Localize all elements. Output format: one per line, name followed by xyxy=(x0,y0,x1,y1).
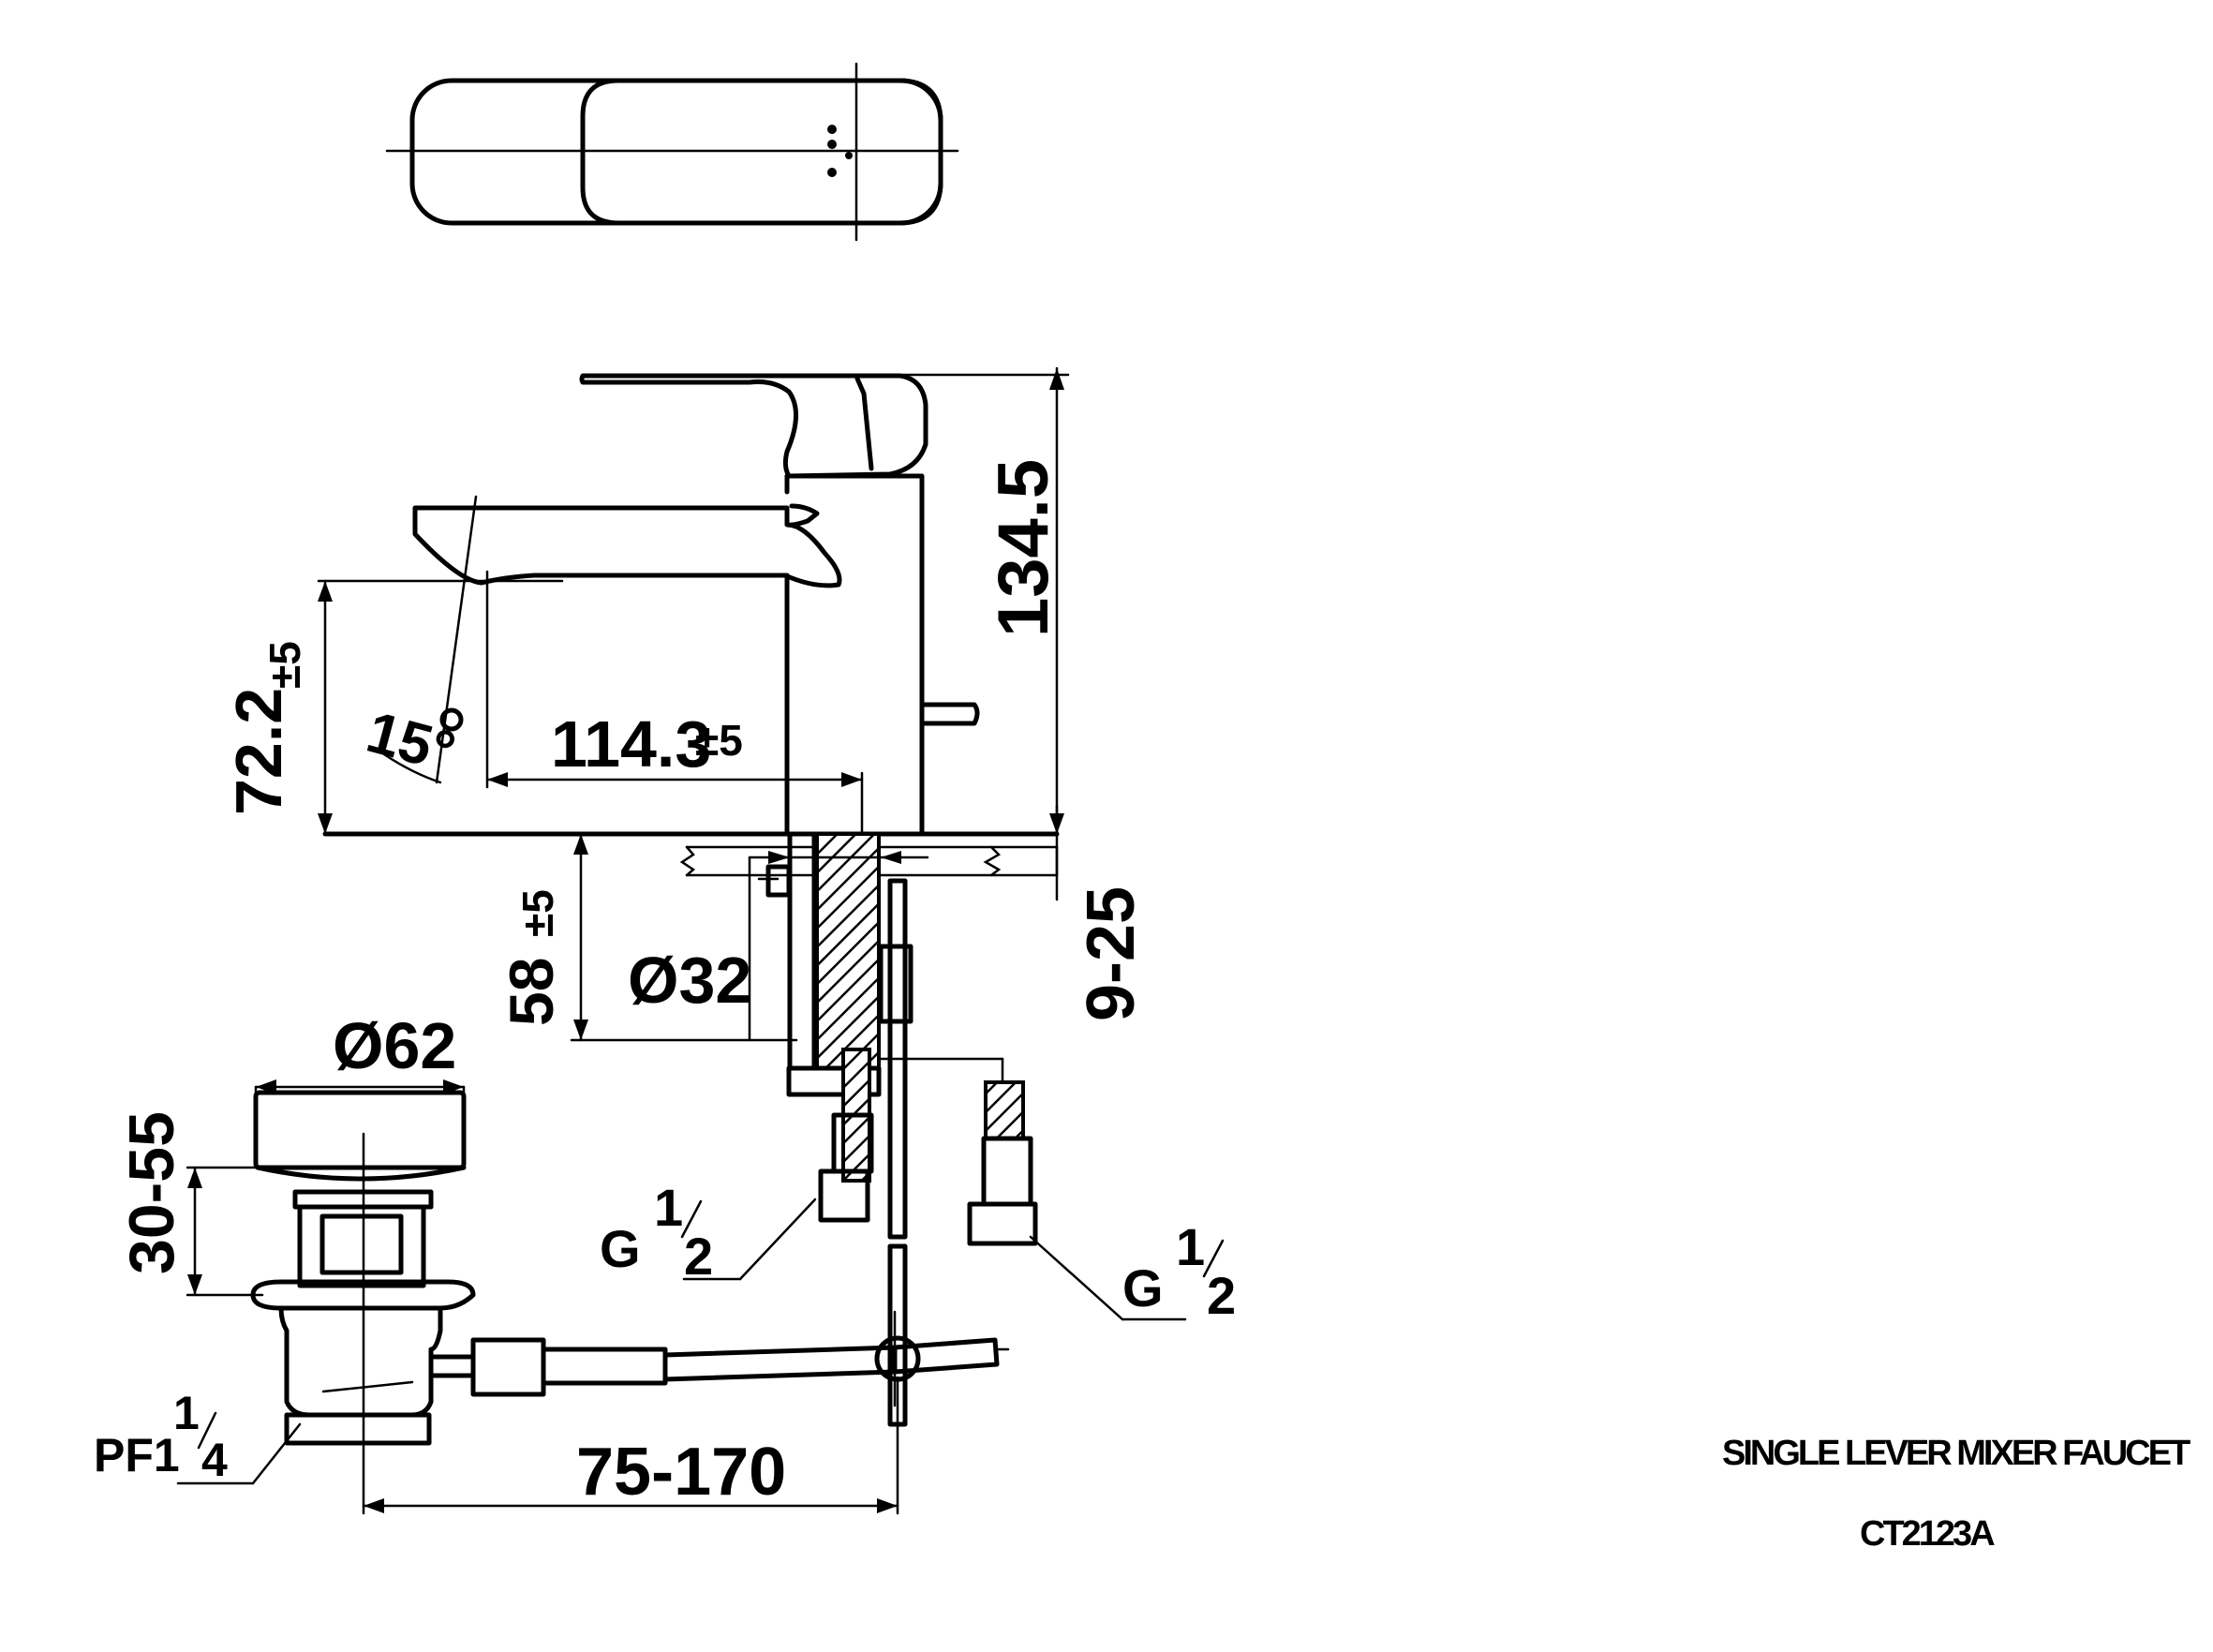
dimension-labels: 134.5 72.2 ±5 114.3 ±5 15° 9-25 Ø32 58 ±… xyxy=(94,459,1236,1510)
faucet-side-view xyxy=(322,373,1060,877)
spout-reach-label: 114.3 xyxy=(551,707,711,781)
spout-height-tolerance: ±5 xyxy=(260,641,309,689)
inlet-thread-right-label: G xyxy=(1122,1258,1164,1317)
waste-height-label: 30-55 xyxy=(116,1111,187,1274)
deck-thickness-label: 9-25 xyxy=(1074,886,1149,1021)
waste-thread-fraction-num: 1 xyxy=(173,1387,200,1439)
rod-length-label: 75-170 xyxy=(576,1435,786,1510)
waste-diameter-label: Ø62 xyxy=(333,1009,456,1082)
shank-assembly xyxy=(757,831,1038,1427)
dimension-lines xyxy=(176,366,1187,1515)
top-view xyxy=(385,62,959,242)
shank-length-tolerance: ±5 xyxy=(513,889,562,937)
inlet-thread-right-num: 1 xyxy=(1176,1217,1205,1276)
waste-thread-label: PF1 xyxy=(94,1429,180,1481)
waste-thread-fraction-den: 4 xyxy=(201,1434,228,1486)
spout-height-label: 72.2 xyxy=(222,688,295,815)
inlet-thread-right-den: 2 xyxy=(1207,1266,1236,1325)
inlet-thread-left-num: 1 xyxy=(654,1178,683,1237)
shank-length-label: 58 xyxy=(497,958,566,1026)
inlet-thread-left-label: G xyxy=(600,1219,641,1278)
product-title: SINGLE LEVER MIXER FAUCET xyxy=(1722,1434,2191,1473)
inlet-thread-left-den: 2 xyxy=(684,1227,713,1286)
hole-diameter-label: Ø32 xyxy=(628,944,751,1017)
total-height-label: 134.5 xyxy=(984,459,1063,637)
model-number: CT2123A xyxy=(1860,1514,1996,1554)
spout-reach-tolerance: ±5 xyxy=(695,716,743,765)
